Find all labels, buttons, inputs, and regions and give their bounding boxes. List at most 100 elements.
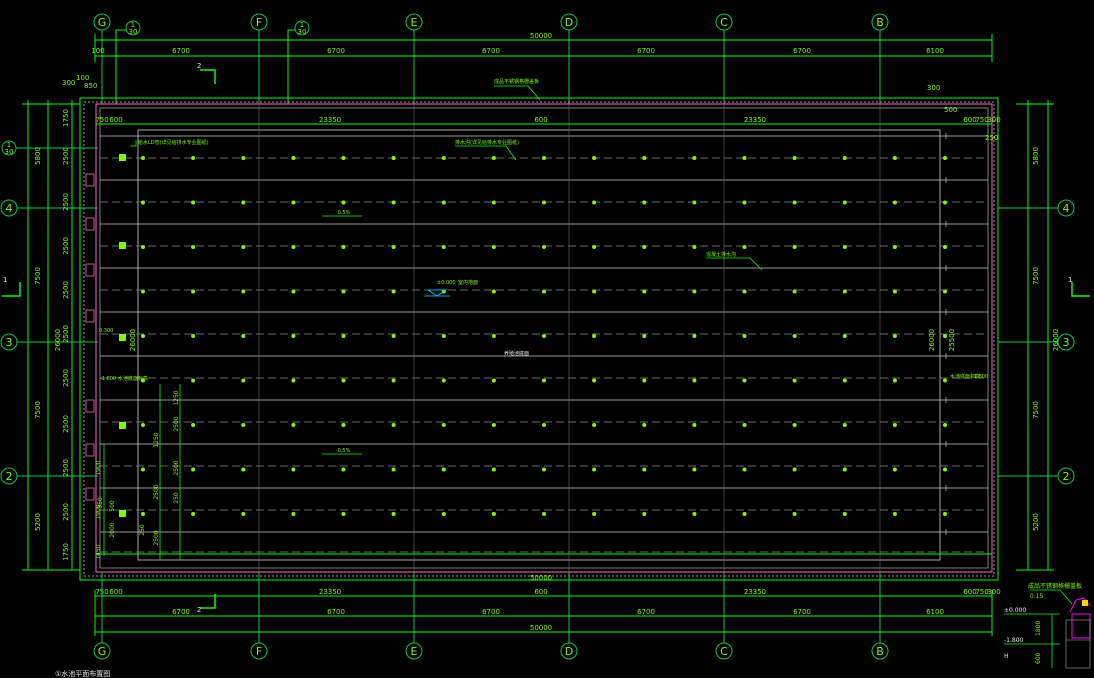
drain-dot [141, 512, 145, 516]
dim-left-inner: 2500 [62, 415, 70, 433]
drain-dot [842, 467, 847, 472]
dim-top-row2-left-2: 600 [109, 116, 122, 124]
drain-dot [892, 512, 897, 516]
drain-dot [391, 156, 396, 160]
axis-right-2: 2 [1063, 470, 1070, 483]
dim-bottom-row2-b: 600 [534, 588, 547, 596]
dim-right-small-3: 250 [985, 134, 998, 142]
drain-dot [441, 423, 446, 427]
slope-top: 0.5% [338, 210, 351, 216]
drain-dot [341, 289, 346, 294]
drain-dot [491, 512, 496, 516]
drain-dot [141, 378, 145, 383]
drain-dot [692, 467, 697, 472]
drain-dot [191, 334, 196, 338]
elevation-center-note: 室内地面 [458, 279, 478, 286]
slope-bottom: 0.5% [338, 448, 351, 454]
drain-dot [441, 378, 446, 383]
dim-left-detail: 2500 [173, 460, 180, 475]
elevation-symbol [424, 289, 450, 297]
dim-bottom-row2-a: 23350 [319, 588, 341, 596]
drain-dot [241, 334, 246, 338]
dim-right-outer-2: 7500 [1032, 267, 1040, 285]
dim-top-row2-right-1: 600 [963, 116, 976, 124]
drain-dot [291, 245, 296, 249]
drain-dot [592, 156, 597, 160]
drain-dot [742, 156, 747, 160]
drain-dot [892, 467, 897, 472]
dim-top-row2-right-2: 750 [975, 116, 988, 124]
drain-dot [792, 245, 797, 249]
drain-dot [542, 378, 546, 383]
drain-dot [892, 156, 897, 160]
drain-dot [191, 200, 196, 205]
dim-top-span-2: 6700 [327, 47, 345, 55]
dim-right-small-1: 500 [944, 106, 957, 114]
dim-top-small: 100 [91, 47, 104, 55]
drain-dot [943, 156, 947, 160]
note-top: 成品不锈钢格栅盖板 [494, 78, 539, 85]
axis-bottom-d: D [565, 645, 573, 658]
dim-left-inner: 1750 [62, 109, 70, 127]
drain-dot [642, 512, 647, 516]
drain-dot [141, 200, 145, 205]
drain-dot [191, 289, 196, 294]
dim-right-outer-3: 7500 [1032, 401, 1040, 419]
drain-dot [291, 378, 296, 383]
drain-dot-grid [141, 156, 947, 516]
left-dimension-lines [22, 100, 80, 571]
axis-top-c: C [720, 16, 728, 29]
drain-dot [241, 423, 246, 427]
drain-dot [642, 334, 647, 338]
bottom-axis-bubbles [93, 572, 889, 660]
drain-dot [391, 200, 396, 205]
drain-dot [943, 245, 947, 249]
drain-dot [892, 378, 897, 383]
detail-marker-left: 1 [7, 141, 11, 149]
drain-dot [692, 289, 697, 294]
drain-dot [542, 423, 546, 427]
dim-left-outer-4: 5200 [34, 513, 42, 531]
dim-bottom-row2-left-2: 600 [109, 588, 122, 596]
drain-dot [291, 467, 296, 472]
dim-top-span-1: 6700 [172, 47, 190, 55]
dim-left-inner: 2500 [62, 459, 70, 477]
drain-dot [842, 512, 847, 516]
dim-left-outer-1: 5800 [34, 147, 42, 165]
dim-bottom-row2-right-2: 750 [975, 588, 988, 596]
drain-dot [792, 467, 797, 472]
drain-dot [592, 512, 597, 516]
drain-dot [943, 467, 947, 472]
dim-left-total: 26000 [54, 329, 62, 351]
axis-top-f: F [256, 16, 262, 29]
drain-dot [742, 467, 747, 472]
axis-bottom-c: C [720, 645, 728, 658]
dim-left-detail: 2500 [153, 530, 160, 545]
dim-left-small-2: 100 [76, 74, 89, 82]
drain-dot [391, 512, 396, 516]
drain-dot [842, 245, 847, 249]
axis-right-3: 3 [1063, 336, 1070, 349]
dim-left-outer-2: 7500 [34, 267, 42, 285]
axis-bottom-f: F [256, 645, 262, 658]
elevation-left-a: 0.300 [99, 328, 113, 334]
drain-dot [692, 423, 697, 427]
drain-dot [792, 378, 797, 383]
drain-dot [642, 289, 647, 294]
drain-dot [542, 156, 546, 160]
drain-dot [742, 512, 747, 516]
dim-top-span-3: 6700 [482, 47, 500, 55]
dim-right-inner-b: 25500 [948, 329, 956, 351]
dim-bottom-row2-right-1: 600 [963, 588, 976, 596]
drain-dot [842, 156, 847, 160]
section-mark-right: 1 [1068, 276, 1072, 284]
dim-bottom-span-5: 6700 [793, 608, 811, 616]
dim-right-inner-a: 26000 [928, 329, 936, 351]
dim-top-span-5: 6700 [793, 47, 811, 55]
dim-bottom-span-2: 6700 [327, 608, 345, 616]
axis-left-4: 4 [6, 202, 13, 215]
dim-top-row2-a: 23350 [319, 116, 341, 124]
dim-left-detail: 350 [97, 497, 104, 509]
dim-bottom-span-3: 6700 [482, 608, 500, 616]
detail-marker-top-a: 1 [131, 21, 135, 29]
